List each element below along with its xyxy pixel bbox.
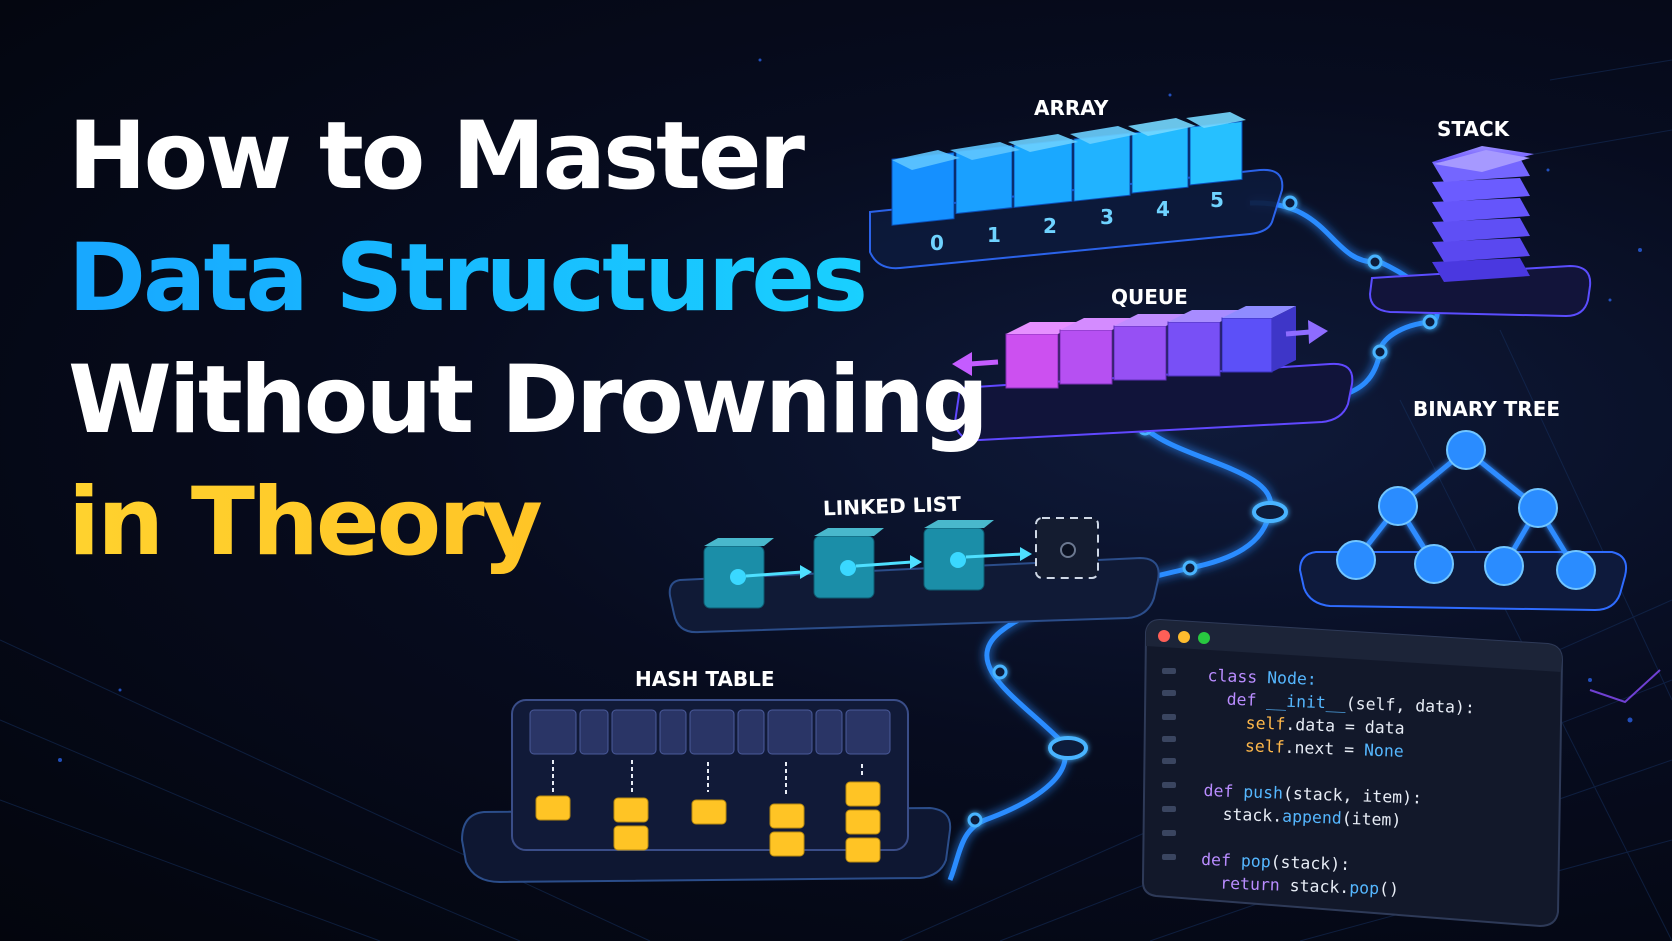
linked-list-arrows <box>745 547 1032 579</box>
code-editor-window <box>1141 618 1564 928</box>
label-binary-tree: BINARY TREE <box>1413 397 1561 421</box>
linked-list-nodes <box>703 517 1099 609</box>
label-stack: STACK <box>1437 117 1510 141</box>
window-minimize-dot <box>1178 631 1190 643</box>
editor-gutter <box>1162 668 1176 860</box>
binary-tree-structure <box>1298 430 1628 612</box>
label-hash-table: HASH TABLE <box>635 667 775 691</box>
array-index-5: 5 <box>1210 188 1224 212</box>
array-index-3: 3 <box>1100 205 1114 229</box>
hash-entries <box>535 781 881 863</box>
label-array: ARRAY <box>1034 96 1109 120</box>
linked-list-structure <box>668 517 1160 634</box>
tree-nodes <box>1336 430 1596 590</box>
array-indices: 0 1 2 3 4 5 <box>930 188 1224 255</box>
queue-arrow-left <box>952 352 999 376</box>
array-index-1: 1 <box>987 223 1001 247</box>
hash-links <box>552 760 863 796</box>
code-snippet: class Node: def __init__(self, data): se… <box>1200 664 1476 903</box>
array-cell-tops <box>892 112 1246 170</box>
stack-structure <box>1368 146 1592 318</box>
stack-plates <box>1432 146 1534 282</box>
headline-line-1: How to Master <box>68 102 805 211</box>
queue-arrow-right <box>1285 320 1328 344</box>
array-index-4: 4 <box>1156 197 1170 221</box>
label-linked-list: LINKED LIST <box>822 491 962 521</box>
window-maximize-dot <box>1198 632 1210 644</box>
array-index-2: 2 <box>1043 214 1057 238</box>
headline: How to Master Data Structures Without Dr… <box>68 96 989 584</box>
hash-table-structure <box>460 699 952 884</box>
array-cells <box>891 120 1243 226</box>
hash-buckets <box>529 709 891 755</box>
array-structure: 0 1 2 3 4 5 <box>869 112 1284 270</box>
window-close-dot <box>1158 630 1170 642</box>
label-queue: QUEUE <box>1111 285 1188 309</box>
queue-cells <box>1005 306 1296 389</box>
headline-line-2: Data Structures <box>68 218 986 340</box>
headline-line-3: Without Drowning <box>68 346 989 455</box>
queue-structure <box>952 306 1354 442</box>
array-index-0: 0 <box>930 231 944 255</box>
background-dots <box>58 58 1642 762</box>
headline-line-4: in Theory <box>68 462 986 584</box>
